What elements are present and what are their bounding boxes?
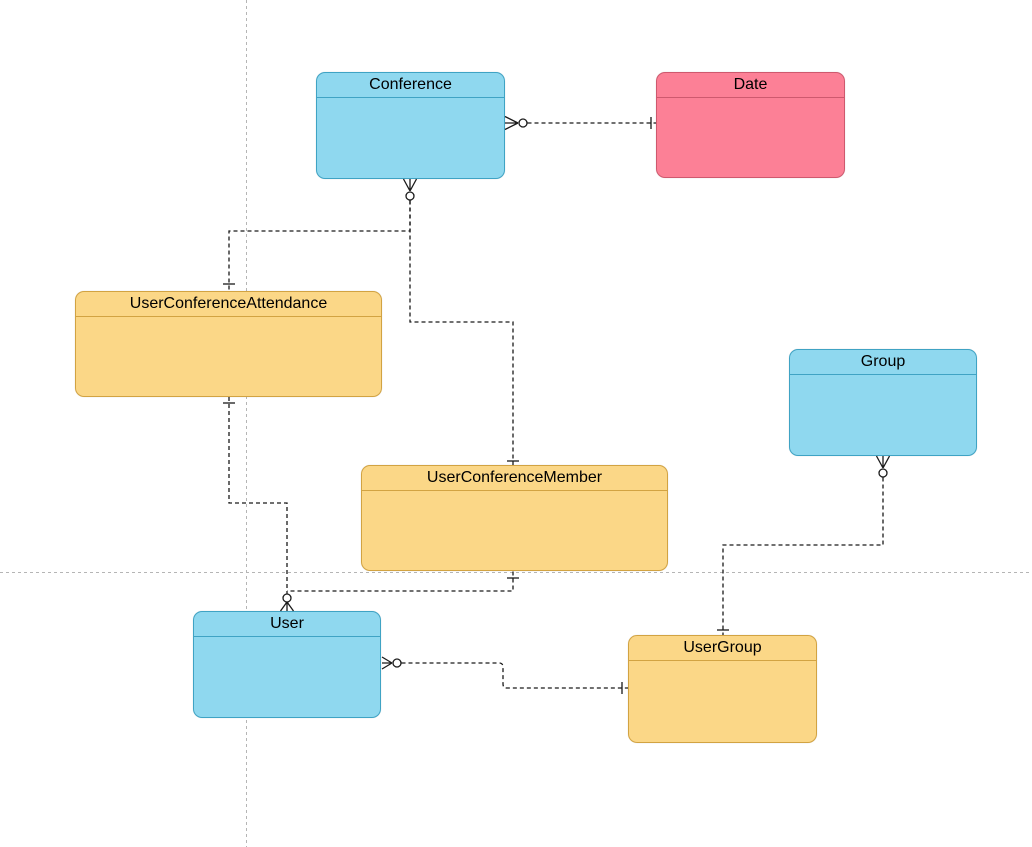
entity-user-group-title: UserGroup bbox=[629, 636, 816, 661]
crows-foot-many-icon bbox=[875, 455, 891, 469]
entity-date-body bbox=[657, 97, 844, 177]
entity-user-group[interactable]: UserGroup bbox=[628, 635, 817, 743]
crows-foot-many-icon bbox=[402, 178, 418, 192]
entity-date-title: Date bbox=[657, 73, 844, 98]
entity-conference-title: Conference bbox=[317, 73, 504, 98]
edge-line bbox=[409, 200, 514, 465]
entity-group-body bbox=[790, 374, 976, 455]
crows-foot-many-icon bbox=[279, 601, 295, 612]
edge-line bbox=[722, 477, 884, 635]
entity-user-conference-member-body bbox=[362, 490, 667, 570]
entity-user-conference-attendance[interactable]: UserConferenceAttendance bbox=[75, 291, 382, 397]
relationship-userconferencemember-user[interactable] bbox=[287, 571, 519, 592]
entity-user-conference-attendance-body bbox=[76, 316, 381, 396]
crows-foot-many-icon bbox=[381, 656, 393, 670]
crows-foot-many-icon bbox=[504, 115, 519, 131]
edge-line bbox=[401, 662, 628, 689]
entity-user-conference-member[interactable]: UserConferenceMember bbox=[361, 465, 668, 571]
entity-group[interactable]: Group bbox=[789, 349, 977, 456]
edge-line bbox=[228, 397, 288, 594]
entity-user-conference-member-title: UserConferenceMember bbox=[362, 466, 667, 491]
entity-user-conference-attendance-title: UserConferenceAttendance bbox=[76, 292, 381, 317]
entity-conference-body bbox=[317, 97, 504, 178]
entity-user[interactable]: User bbox=[193, 611, 381, 718]
edge-line bbox=[287, 571, 514, 592]
entity-conference[interactable]: Conference bbox=[316, 72, 505, 179]
entity-user-body bbox=[194, 636, 380, 717]
entity-user-title: User bbox=[194, 612, 380, 637]
entity-group-title: Group bbox=[790, 350, 976, 375]
relationship-conference-userconferencemember[interactable] bbox=[409, 200, 519, 466]
entity-user-group-body bbox=[629, 660, 816, 742]
entity-date[interactable]: Date bbox=[656, 72, 845, 178]
